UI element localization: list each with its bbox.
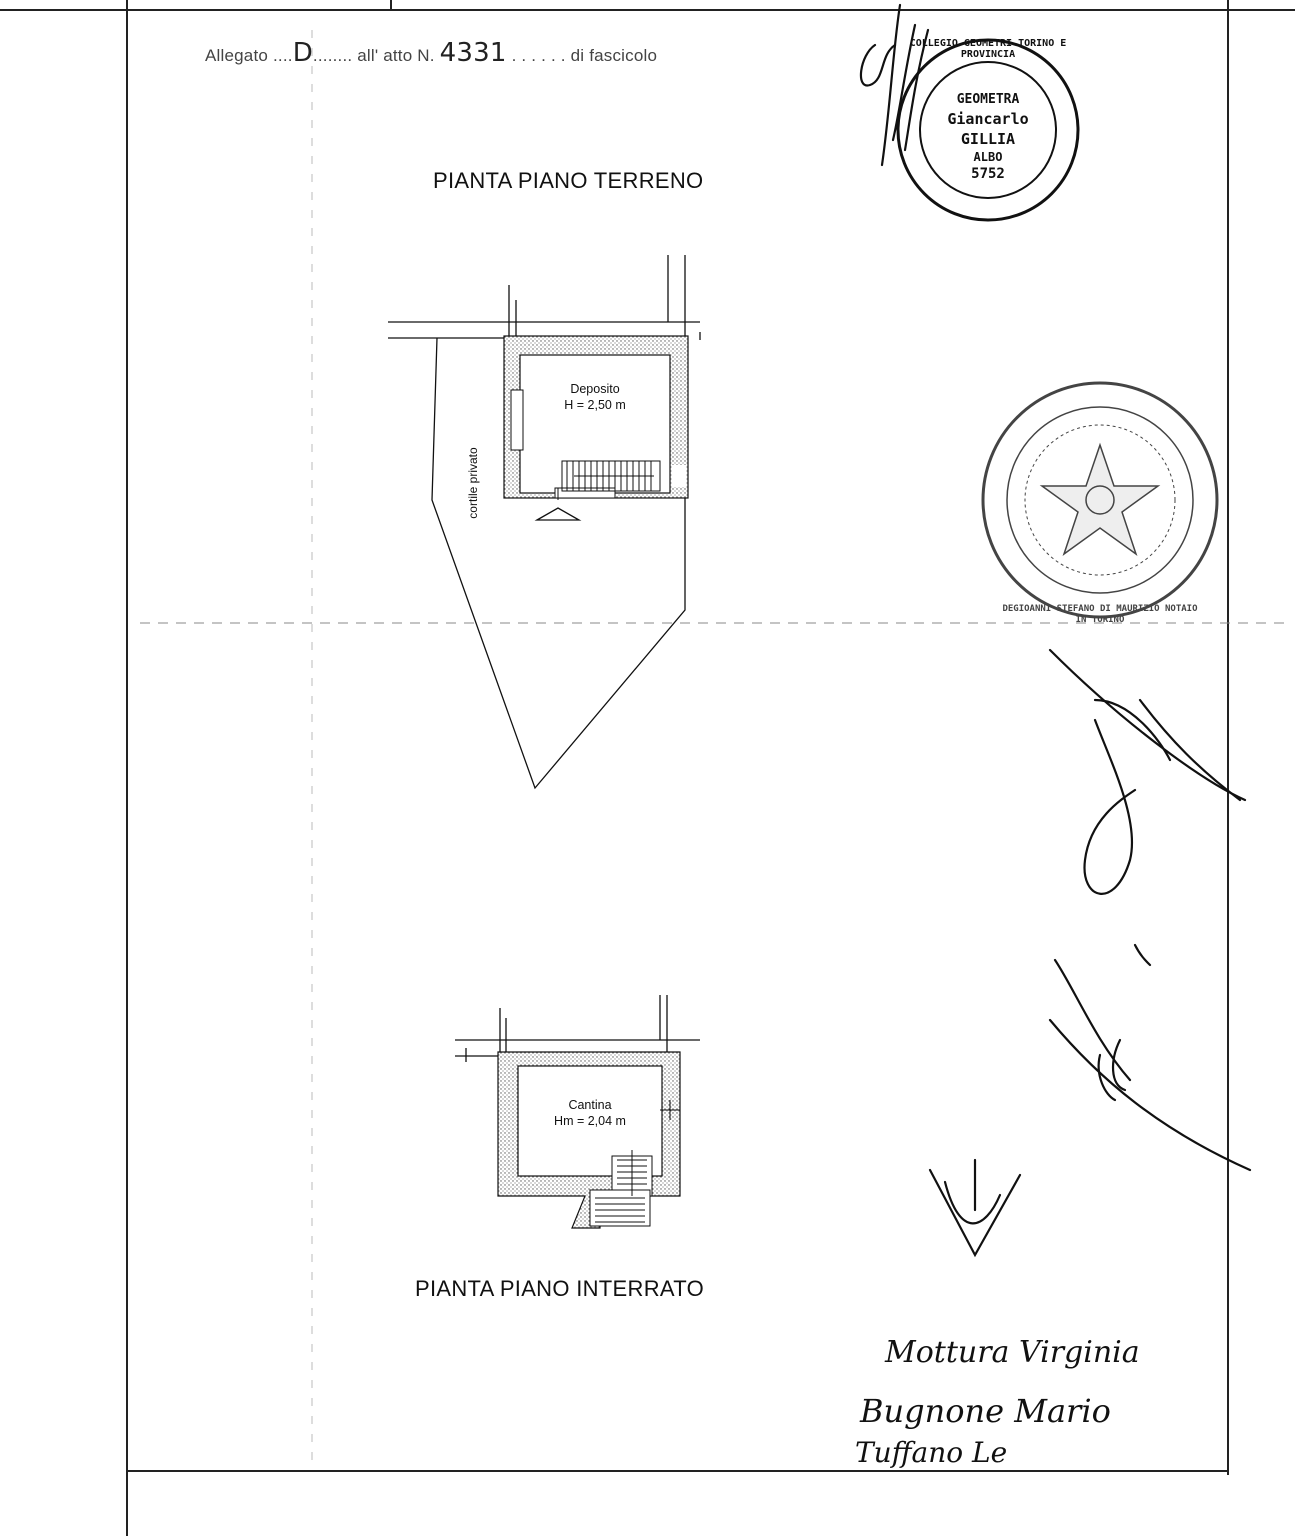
atto-number: 4331 bbox=[439, 38, 507, 68]
fascicolo-label: di fascicolo bbox=[570, 46, 658, 65]
deposito-room-label: Deposito H = 2,50 m bbox=[540, 381, 650, 413]
signature-line-3: Tuffano Le bbox=[855, 1436, 1008, 1469]
frame-top-tick-1 bbox=[390, 0, 392, 10]
ground-floor-title: PIANTA PIANO TERRENO bbox=[433, 168, 704, 193]
frame-top-tick-2 bbox=[1227, 0, 1229, 10]
allegato-letter: D bbox=[292, 38, 313, 68]
cantina-name: Cantina bbox=[568, 1098, 612, 1112]
geometra-line1: GEOMETRA bbox=[956, 92, 1020, 107]
courtyard-label: cortile privato bbox=[466, 447, 480, 519]
cantina-stairs bbox=[595, 1150, 647, 1223]
geometra-stamp-drawing bbox=[896, 38, 1080, 222]
cantina-height: Hm = 2,04 m bbox=[554, 1114, 626, 1128]
deposito-name: Deposito bbox=[570, 382, 620, 396]
cantina-walls bbox=[497, 1051, 681, 1229]
entrance-marker bbox=[534, 507, 582, 521]
notary-ring-text: DEGIOANNI STEFANO DI MAURIZIO NOTAIO IN … bbox=[1002, 604, 1198, 625]
frame-left-line bbox=[126, 0, 128, 1536]
allegato-label: Allegato bbox=[205, 46, 269, 65]
deposito-height: H = 2,50 m bbox=[564, 398, 626, 412]
allegato-header: Allegato ....D........ all' atto N. 4331… bbox=[205, 38, 658, 68]
signature-line-1: Mottura Virginia bbox=[885, 1335, 1140, 1370]
deposito-stairs bbox=[557, 460, 661, 500]
basement-floor-title: PIANTA PIANO INTERRATO bbox=[415, 1276, 704, 1301]
deposito-walls bbox=[503, 335, 689, 499]
geometra-line2: Giancarlo bbox=[947, 110, 1029, 128]
ground-floor-plan bbox=[388, 255, 701, 790]
frame-top-line bbox=[0, 9, 1295, 11]
geometra-ring-text: COLLEGIO GEOMETRI TORINO E PROVINCIA bbox=[909, 38, 1067, 60]
geometra-stamp: COLLEGIO GEOMETRI TORINO E PROVINCIA GEO… bbox=[898, 38, 1078, 220]
geometra-line5: 5752 bbox=[971, 166, 1005, 182]
signature-line-2: Bugnone Mario bbox=[860, 1392, 1111, 1430]
frame-bottom-line bbox=[126, 1470, 1229, 1472]
cantina-room-label: Cantina Hm = 2,04 m bbox=[535, 1097, 645, 1129]
notary-seal-drawing bbox=[981, 381, 1219, 619]
geometra-line4: ALBO bbox=[973, 150, 1003, 164]
geometra-line3: GILLIA bbox=[960, 130, 1016, 148]
frame-right-line bbox=[1227, 0, 1229, 1475]
atto-label: all' atto N. bbox=[357, 46, 435, 65]
signature-strokes bbox=[859, 3, 1252, 1258]
